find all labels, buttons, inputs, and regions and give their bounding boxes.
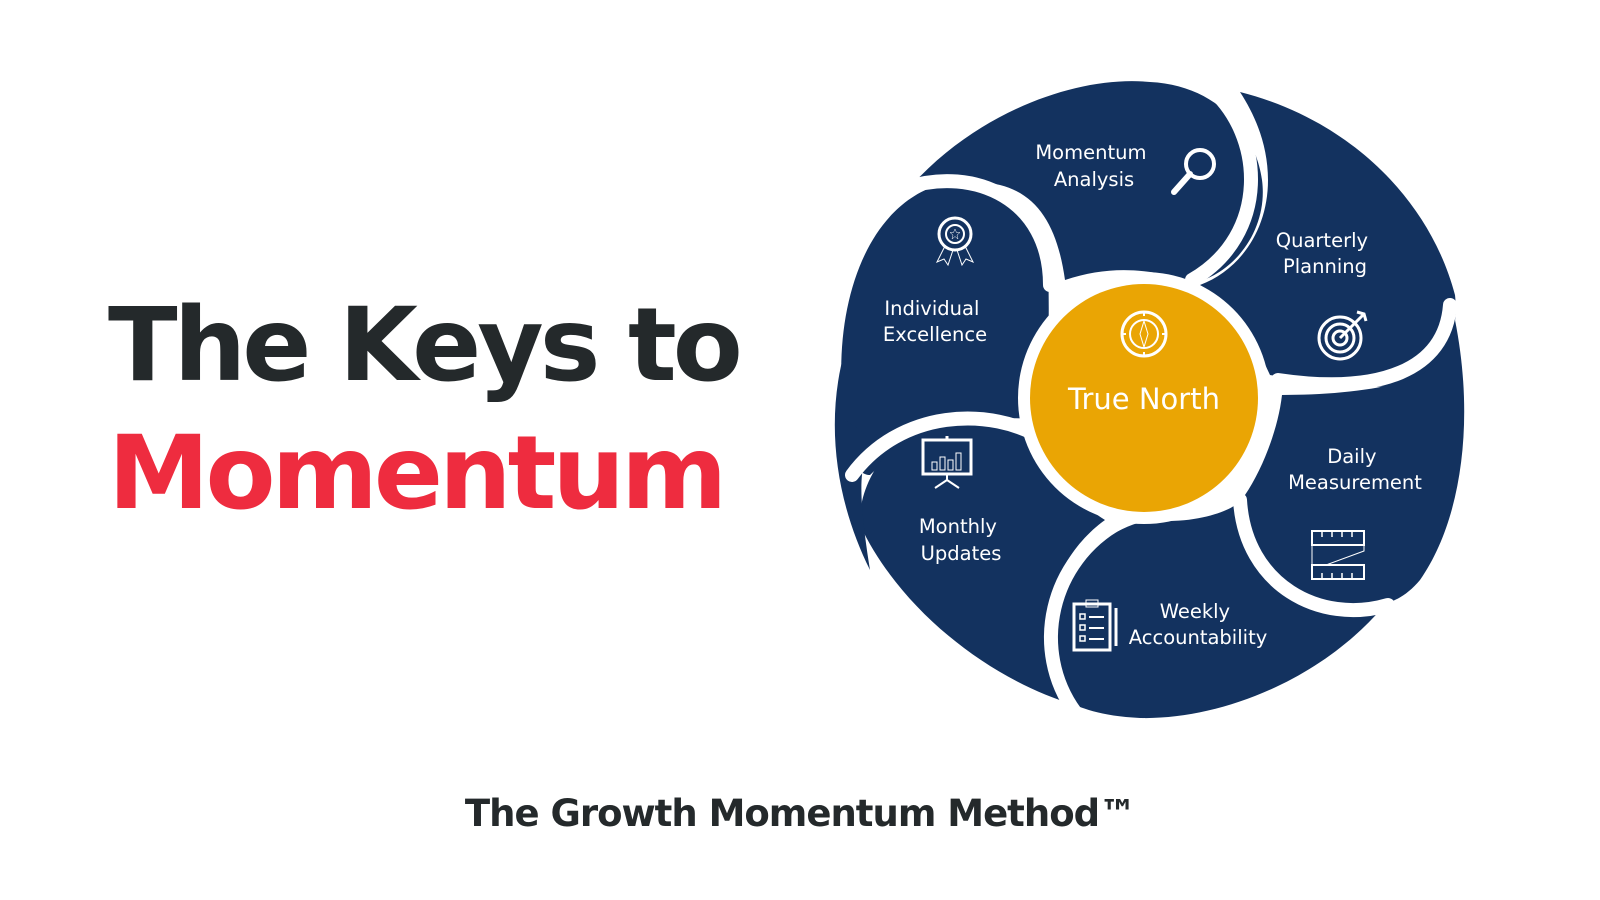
compass-icon: [1120, 310, 1168, 358]
segment-individual-excellence: [841, 184, 1050, 475]
daily-measurement-label-line-2: Measurement: [1288, 471, 1422, 494]
segment-outer-edge-left: [834, 350, 871, 570]
monthly-updates-label-line-1: Monthly: [919, 515, 997, 538]
clipboard-checklist-icon: [1072, 599, 1118, 652]
quarterly-planning-label: Quarterly Planning: [1276, 229, 1375, 278]
award-ribbon-icon: [935, 216, 975, 267]
monthly-updates-label-line-2: Updates: [921, 542, 1002, 565]
quarterly-planning-label-line-2: Planning: [1283, 255, 1367, 278]
segment-quarterly-planning: [1200, 92, 1456, 388]
footer-caption: The Growth Momentum Method™: [464, 792, 1136, 835]
segment-daily-measurement: [1244, 320, 1465, 608]
momentum-analysis-label-line-2: Analysis: [1054, 168, 1134, 191]
segment-monthly-updates: [859, 419, 1105, 705]
true-north-label: True North: [1067, 382, 1220, 416]
individual-excellence-label-line-1: Individual: [884, 297, 979, 320]
presentation-chart-icon: [921, 436, 973, 489]
individual-excellence-label: Individual Excellence: [883, 297, 987, 346]
weekly-accountability-label-line-2: Accountability: [1129, 626, 1268, 649]
momentum-analysis-label: Momentum Analysis: [1035, 141, 1152, 191]
true-north-hub: [1030, 284, 1258, 512]
magnifying-glass-icon: [1171, 148, 1216, 195]
individual-excellence-label-line-2: Excellence: [883, 323, 987, 346]
segment-ring: [834, 81, 1465, 719]
daily-measurement-label: Daily Measurement: [1288, 445, 1422, 494]
momentum-analysis-label-line-1: Momentum: [1035, 141, 1146, 164]
weekly-accountability-label: Weekly Accountability: [1129, 600, 1268, 649]
target-icon: [1317, 310, 1368, 361]
main-title: The Keys to Momentum: [108, 282, 743, 538]
segment-dividers: [845, 81, 1457, 719]
quarterly-planning-label-line-1: Quarterly: [1276, 229, 1368, 252]
daily-measurement-label-line-1: Daily: [1327, 445, 1376, 468]
monthly-updates-label: Monthly Updates: [919, 515, 1003, 565]
weekly-accountability-label-line-1: Weekly: [1160, 600, 1230, 623]
segment-momentum-analysis: [912, 81, 1263, 283]
segment-weekly-accountability: [1051, 505, 1382, 719]
title-line-2: Momentum: [108, 414, 727, 533]
ruler-icon: [1311, 530, 1365, 580]
title-line-1: The Keys to: [108, 286, 743, 405]
